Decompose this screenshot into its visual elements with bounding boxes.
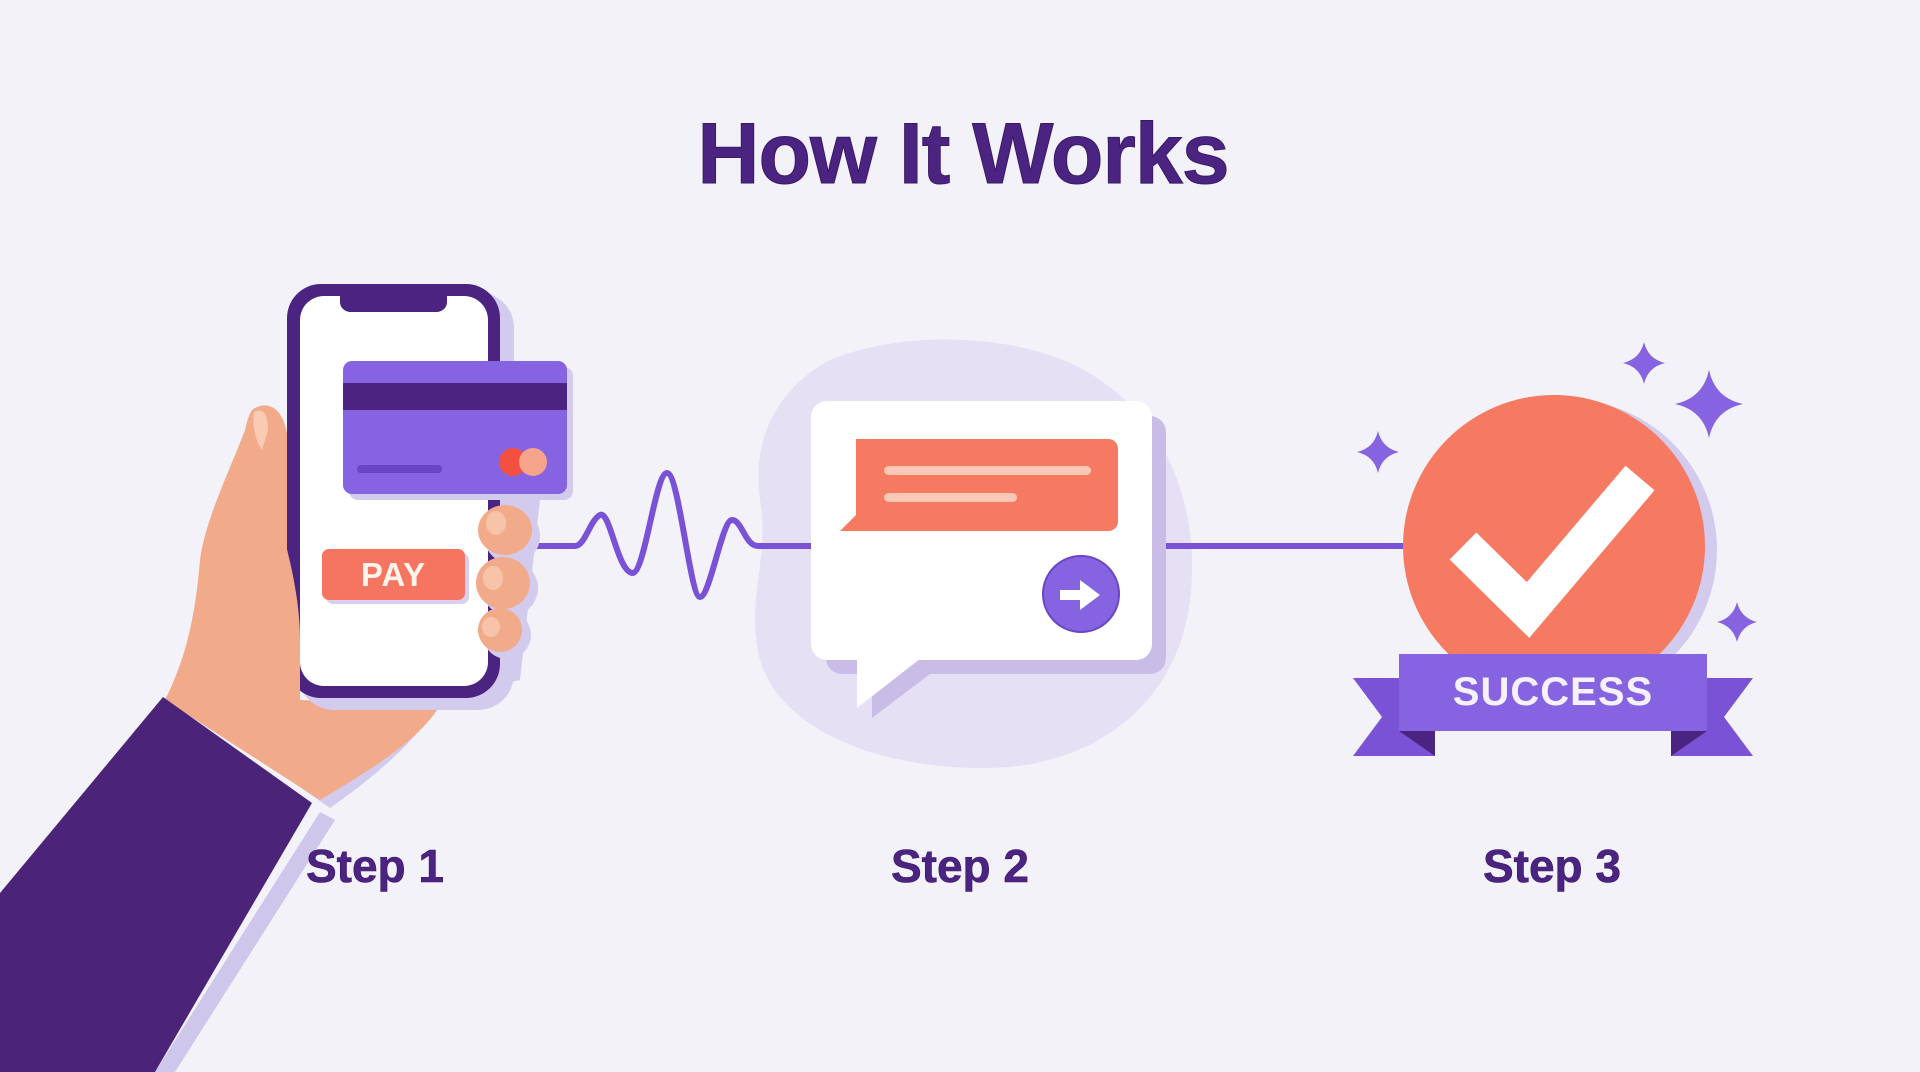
sleeve [0, 697, 312, 1072]
sparkle-icon [1357, 342, 1757, 642]
step-3-label: Step 3 [1482, 840, 1622, 893]
pay-button[interactable]: PAY [360, 555, 427, 593]
success-badge-label: SUCCESS [1452, 670, 1654, 714]
arrow-right-icon [1042, 555, 1120, 633]
step-1-label: Step 1 [305, 840, 445, 893]
page-title: How It Works [697, 106, 1230, 203]
success-circle [1403, 395, 1705, 697]
ribbon-icon [1353, 654, 1753, 756]
step1-illustration [0, 284, 573, 1072]
signal-connector-line [507, 470, 1408, 600]
phone-notch [340, 296, 447, 312]
pay-button-shape [322, 549, 465, 600]
fingers [476, 505, 540, 659]
step2-illustration [811, 401, 1166, 718]
message-bubble [840, 439, 1118, 531]
credit-card-icon [343, 361, 567, 494]
checkmark-icon [1449, 465, 1655, 638]
hand-icon [165, 405, 440, 800]
step-2-label: Step 2 [890, 840, 1030, 893]
step3-illustration [1353, 342, 1757, 756]
